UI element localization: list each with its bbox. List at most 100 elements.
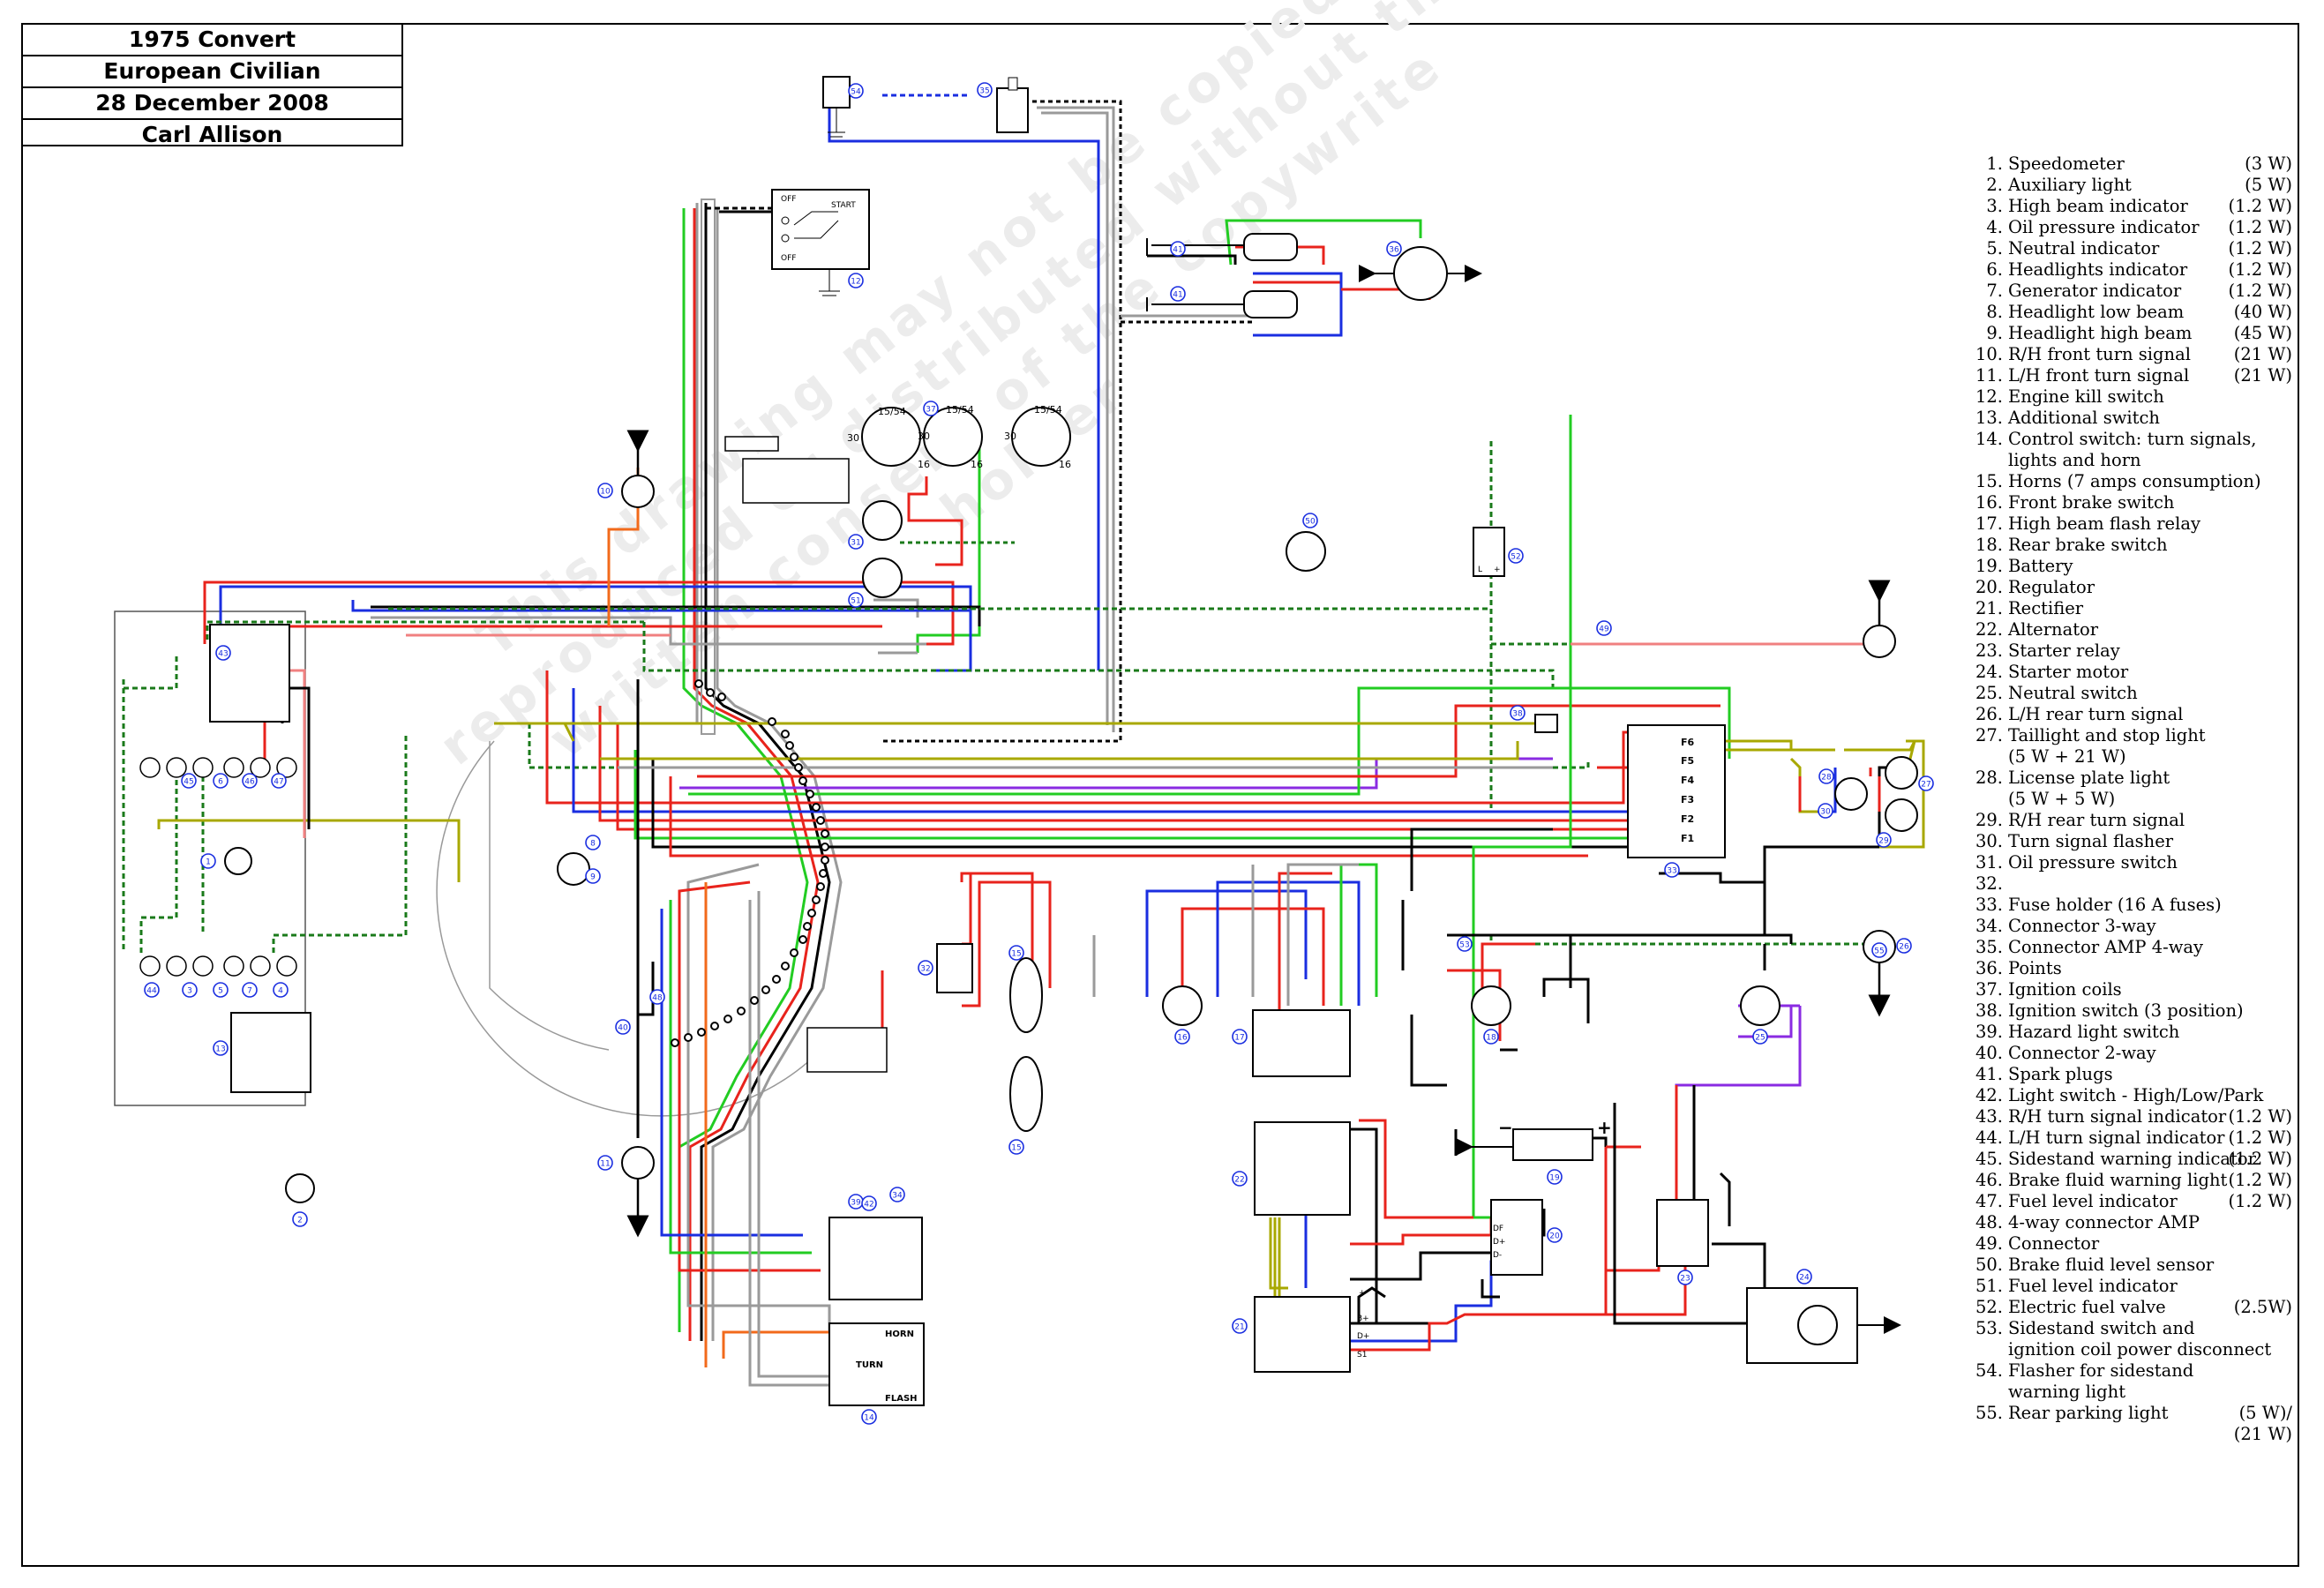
callout-number: 21 xyxy=(1234,1323,1244,1332)
legend-text: Control switch: turn signals, xyxy=(2008,429,2257,449)
legend-power: (1.2 W) xyxy=(2228,1127,2292,1148)
legend-text: (5 W + 21 W) xyxy=(2008,746,2126,767)
legend-text: Rear brake switch xyxy=(2008,535,2168,555)
title-model: 1975 Convert xyxy=(23,25,401,56)
legend-text: Sidestand switch and xyxy=(2008,1318,2195,1338)
legend-text: Headlights indicator xyxy=(2008,259,2188,280)
callout-circle xyxy=(1170,286,1186,302)
callout-circle xyxy=(1818,803,1833,819)
legend-number: 51. xyxy=(1975,1276,2003,1296)
callout-number: 15 xyxy=(1011,950,1021,959)
callout-circle xyxy=(1896,938,1912,954)
callout-circle xyxy=(213,1040,229,1056)
callout-circle xyxy=(1302,513,1318,528)
callout-number: 37 xyxy=(926,406,935,415)
turn-signal-arrows xyxy=(626,430,1891,1238)
connector-49 xyxy=(1534,714,1558,733)
callout-circle xyxy=(1232,1029,1248,1045)
legend-number: 39. xyxy=(1975,1022,2003,1042)
callout-number: 40 xyxy=(618,1024,628,1033)
callout-number: 14 xyxy=(864,1414,874,1423)
legend-text: License plate light xyxy=(2008,768,2170,788)
legend-text: Battery xyxy=(2008,556,2073,576)
legend-power: (1.2 W) xyxy=(2228,238,2292,258)
svg-text:OFF: OFF xyxy=(781,195,796,204)
callout-number: 41 xyxy=(1173,291,1182,300)
callout-circle xyxy=(182,982,198,998)
legend-item: 28.License plate light xyxy=(1975,768,2301,789)
callout-number: 25 xyxy=(1755,1034,1765,1043)
svg-text:16: 16 xyxy=(971,459,983,470)
legend-power: (21 W) xyxy=(2233,1424,2292,1444)
legend-item: 22.Alternator xyxy=(1975,619,2301,640)
legend-text: Headlight high beam xyxy=(2008,323,2193,343)
callout-circle xyxy=(200,853,216,869)
legend-item: 42.Light switch - High/Low/Park xyxy=(1975,1085,2301,1106)
legend-number: 48. xyxy=(1975,1212,2003,1232)
callout-number: 35 xyxy=(979,87,989,96)
legend-item: 24.Starter motor xyxy=(1975,662,2301,683)
callout-number: 52 xyxy=(1511,553,1520,562)
callout-number: 46 xyxy=(244,778,255,787)
legend-power: (40 W) xyxy=(2233,302,2292,322)
callout-number: 32 xyxy=(920,965,930,974)
legend-power: (1.2 W) xyxy=(2228,1170,2292,1190)
legend-power: (1.2 W) xyxy=(2228,281,2292,301)
legend-item: 50.Brake fluid level sensor xyxy=(1975,1255,2301,1276)
legend-number: 45. xyxy=(1975,1149,2003,1169)
legend-power: (21 W) xyxy=(2233,344,2292,364)
legend-item: 52.Electric fuel valve(2.5W) xyxy=(1975,1297,2301,1318)
legend-item: 14.Control switch: turn signals, xyxy=(1975,429,2301,450)
legend-item: 10.R/H front turn signal(21 W) xyxy=(1975,344,2301,365)
svg-text:15/54: 15/54 xyxy=(946,404,974,416)
callout-circle xyxy=(181,773,197,789)
legend-text: Rectifier xyxy=(2008,598,2084,618)
legend-text: Brake fluid warning light xyxy=(2008,1170,2228,1190)
svg-text:HORN: HORN xyxy=(885,1330,914,1339)
title-market: European Civilian xyxy=(23,56,401,88)
legend-number: 24. xyxy=(1975,662,2003,682)
legend-text: warning light xyxy=(2008,1382,2126,1402)
callout-number: 8 xyxy=(590,840,596,849)
callout-circle xyxy=(848,83,864,99)
legend-item: 33.Fuse holder (16 A fuses) xyxy=(1975,895,2301,916)
legend-number: 26. xyxy=(1975,704,2003,724)
callout-number: 55 xyxy=(1874,948,1884,956)
callout-number: 13 xyxy=(215,1045,225,1054)
svg-text:FLASH: FLASH xyxy=(885,1394,918,1404)
svg-text:L: L xyxy=(1478,566,1482,574)
legend-item: 7.Generator indicator(1.2 W) xyxy=(1975,281,2301,302)
legend-item: 23.Starter relay xyxy=(1975,640,2301,662)
component-legend: 1.Speedometer(3 W)2.Auxiliary light(5 W)… xyxy=(1975,154,2301,1445)
legend-text: High beam flash relay xyxy=(2008,513,2200,534)
callout-number: 42 xyxy=(864,1201,873,1210)
callout-circle xyxy=(292,1211,308,1227)
legend-power: (5 W)/ xyxy=(2238,1403,2292,1423)
legend-number: 42. xyxy=(1975,1085,2003,1105)
legend-text: 4-way connector AMP xyxy=(2008,1212,2200,1232)
points xyxy=(1368,246,1473,301)
legend-item: 43.R/H turn signal indicator(1.2 W) xyxy=(1975,1106,2301,1127)
callout-number: 50 xyxy=(1305,518,1316,527)
kill-switch-top xyxy=(822,76,851,138)
legend-text: Headlight low beam xyxy=(2008,302,2185,322)
callout-number: 3 xyxy=(187,987,192,996)
start-button-35 xyxy=(996,77,1029,133)
amp-connectors xyxy=(724,436,888,1073)
legend-text: Sidestand warning indicator xyxy=(2008,1149,2256,1169)
legend-text: Brake fluid level sensor xyxy=(2008,1255,2215,1275)
callout-number: 6 xyxy=(218,778,223,787)
legend-text: L/H rear turn signal xyxy=(2008,704,2184,724)
callout-number: 16 xyxy=(1177,1034,1188,1043)
svg-text:16: 16 xyxy=(918,459,930,470)
callout-number: 24 xyxy=(1799,1274,1810,1283)
legend-number: 12. xyxy=(1975,386,2003,407)
callout-number: 1 xyxy=(206,858,211,867)
legend-text: Front brake switch xyxy=(2008,492,2175,513)
callout-circle xyxy=(861,1409,877,1425)
legend-item: 44.L/H turn signal indicator(1.2 W) xyxy=(1975,1127,2301,1149)
legend-text: Electric fuel valve xyxy=(2008,1297,2166,1317)
legend-item: 12.Engine kill switch xyxy=(1975,386,2301,408)
charging-labels: + B+ D+ S1 DF D+ D- xyxy=(1357,1225,1505,1360)
